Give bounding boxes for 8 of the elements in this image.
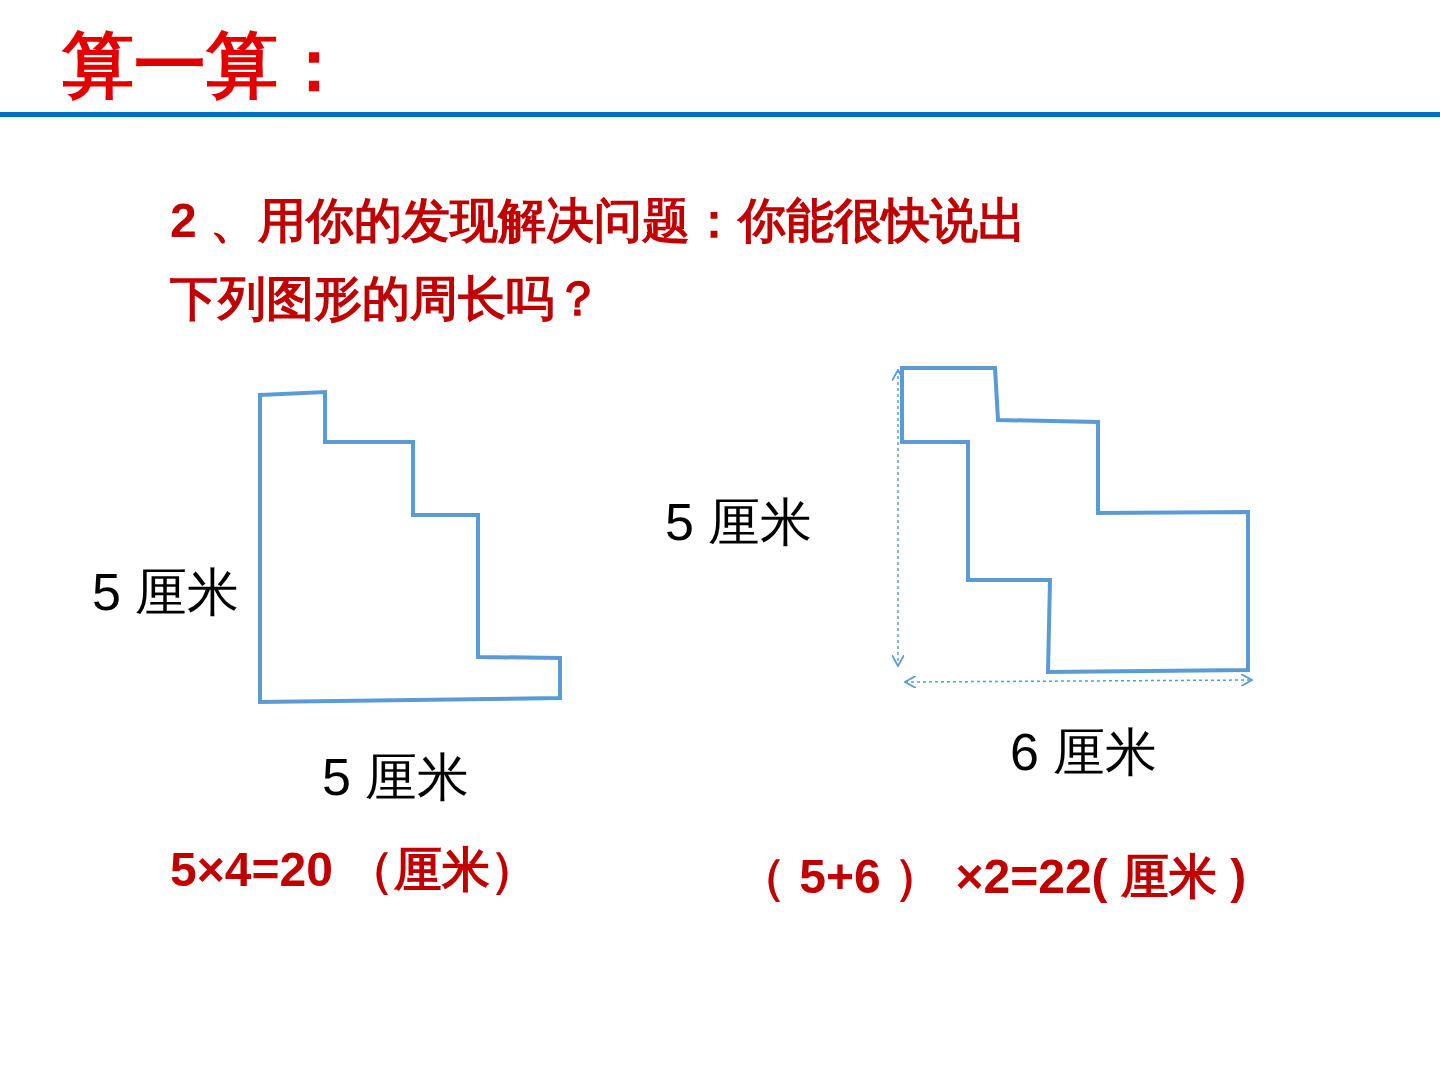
answer-text: （ 5+6 ） ×2=22( 厘米 ) — [738, 849, 1248, 905]
dimension-label: 5 厘米 — [322, 747, 470, 808]
slide-title: 算一算： — [62, 25, 350, 108]
question-text: 2 、用你的发现解决问题：你能很快说出下列图形的周长吗？ — [170, 193, 1028, 327]
dimension-label: 6 厘米 — [1010, 722, 1158, 783]
dimension-label: 5 厘米 — [92, 562, 240, 623]
dimension-label: 5 厘米 — [665, 492, 813, 553]
answer-text: 5×4=20 （厘米） — [170, 842, 539, 898]
